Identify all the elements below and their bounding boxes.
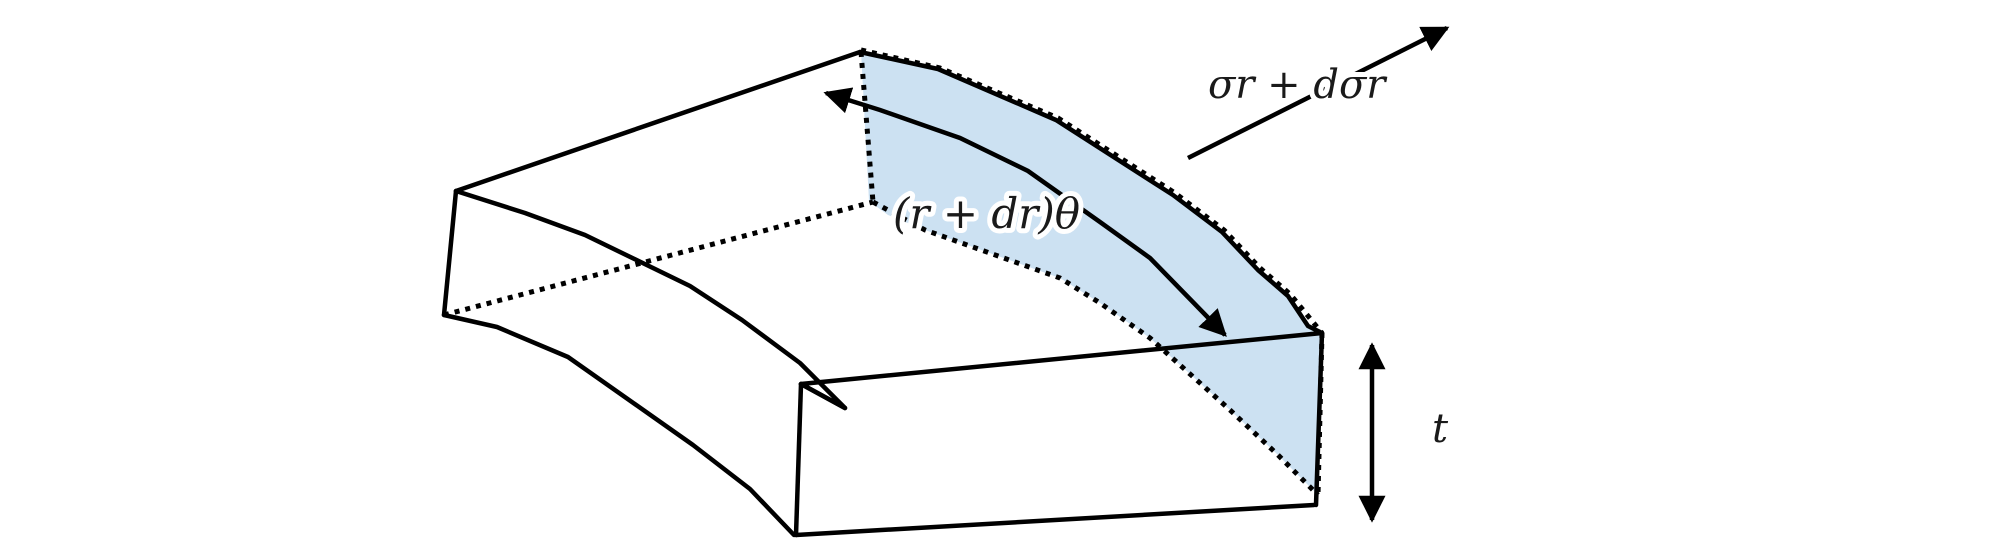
stress-label: σr + dσr <box>1208 62 1388 108</box>
thickness-label: t <box>1432 406 1449 452</box>
front-bottom-edge <box>793 502 1317 538</box>
front-left-vertical-edge <box>793 381 804 538</box>
arc-length-label: (r + dr)θ <box>893 189 1080 238</box>
hidden-right-vertical <box>1315 332 1325 496</box>
shaded-outer-face <box>861 51 1322 495</box>
left-vertical-edge <box>441 188 459 318</box>
left-upper-curve <box>798 381 848 411</box>
stress-arrow <box>1186 25 1450 161</box>
hidden-top-radial-edge <box>443 199 874 318</box>
top-inner-arc <box>453 49 863 194</box>
arc-length-arrow <box>823 87 1227 337</box>
left-top-face-edge <box>453 188 848 411</box>
front-top-edge <box>798 330 1325 387</box>
bottom-inner-arc <box>441 312 797 538</box>
